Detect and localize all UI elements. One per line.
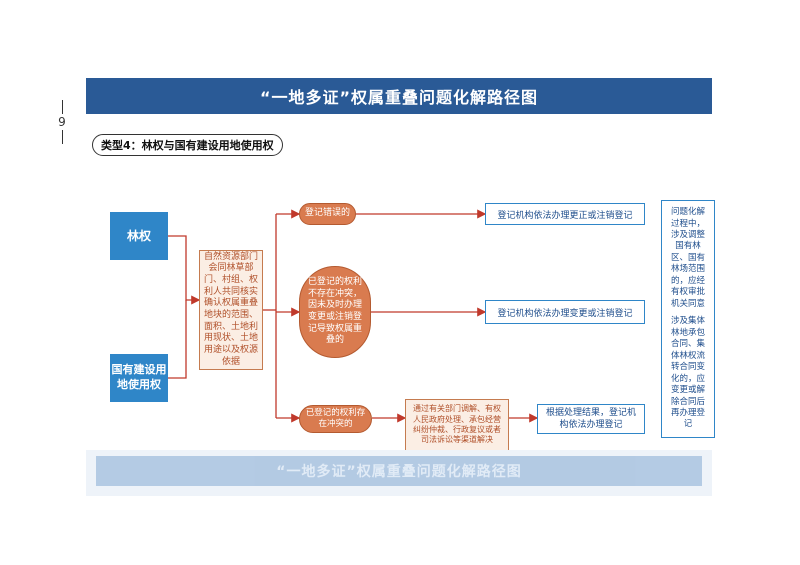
condition-oval-1: 登记错误的 [299, 203, 356, 225]
condition-1-text: 登记错误的 [305, 208, 351, 219]
note-collective-contract: 涉及集体林地承包合同、集体林权流转合同变化的，应变更或解除合同后再办理登记 [670, 316, 705, 430]
condition-oval-3: 已登记的权利存在冲突的 [299, 405, 372, 433]
condition-2-text: 已登记的权利不存在冲突，因未及时办理变更或注销登记导致权属重叠的 [307, 276, 362, 346]
outcome-box-1: 登记机构依法办理更正或注销登记 [485, 203, 645, 225]
page-number-rule-top [61, 100, 63, 114]
outcome-3-text: 根据处理结果，登记机构依法办理登记 [545, 407, 636, 430]
faded-title-bar: “一地多证”权属重叠问题化解路径图 [96, 456, 702, 486]
outcome-box-2: 登记机构依法办理变更或注销登记 [485, 300, 645, 324]
process-box: 自然资源部门会同林草部门、村组、权利人共同核实确认权属重叠地块的范围、面积、土地… [199, 250, 263, 370]
outcome-2-text: 登记机构依法办理变更或注销登记 [497, 308, 633, 319]
type-label: 类型4：林权与国有建设用地使用权 [92, 134, 283, 156]
connector-state-to-process [168, 300, 187, 379]
diagram-title: “一地多证”权属重叠问题化解路径图 [86, 78, 712, 114]
condition-3-text: 已登记的权利存在冲突的 [305, 407, 366, 429]
page-number-rule-bottom [61, 130, 63, 144]
forest-right-label: 林权 [126, 228, 151, 243]
process-text: 自然资源部门会同林草部门、村组、权利人共同核实确认权属重叠地块的范围、面积、土地… [204, 251, 259, 367]
resolution-channels-text: 通过有关部门调解、有权人民政府处理、承包经营纠纷仲裁、行政复议或者司法诉讼等渠道… [413, 404, 501, 445]
state-land-label: 国有建设用地使用权 [111, 363, 167, 391]
faded-next-page-preview: “一地多证”权属重叠问题化解路径图 [86, 450, 712, 496]
forest-right-box: 林权 [110, 212, 168, 260]
outcome-1-text: 登记机构依法办理更正或注销登记 [497, 210, 633, 221]
note-adjust-state-forest: 问题化解过程中，涉及调整国有林区、国有林场范围的，应经有权审批机关同意 [670, 207, 705, 309]
page-number-text: 9 [58, 115, 66, 129]
resolution-channels-box: 通过有关部门调解、有权人民政府处理、承包经营纠纷仲裁、行政复议或者司法诉讼等渠道… [405, 399, 509, 451]
notes-box: 问题化解过程中，涉及调整国有林区、国有林场范围的，应经有权审批机关同意 涉及集体… [661, 200, 715, 438]
connector-forest-to-process [168, 235, 201, 305]
state-land-box: 国有建设用地使用权 [110, 354, 168, 402]
page-number: 9 [55, 98, 69, 146]
outcome-box-3: 根据处理结果，登记机构依法办理登记 [537, 404, 645, 434]
condition-oval-2: 已登记的权利不存在冲突，因未及时办理变更或注销登记导致权属重叠的 [299, 266, 371, 358]
